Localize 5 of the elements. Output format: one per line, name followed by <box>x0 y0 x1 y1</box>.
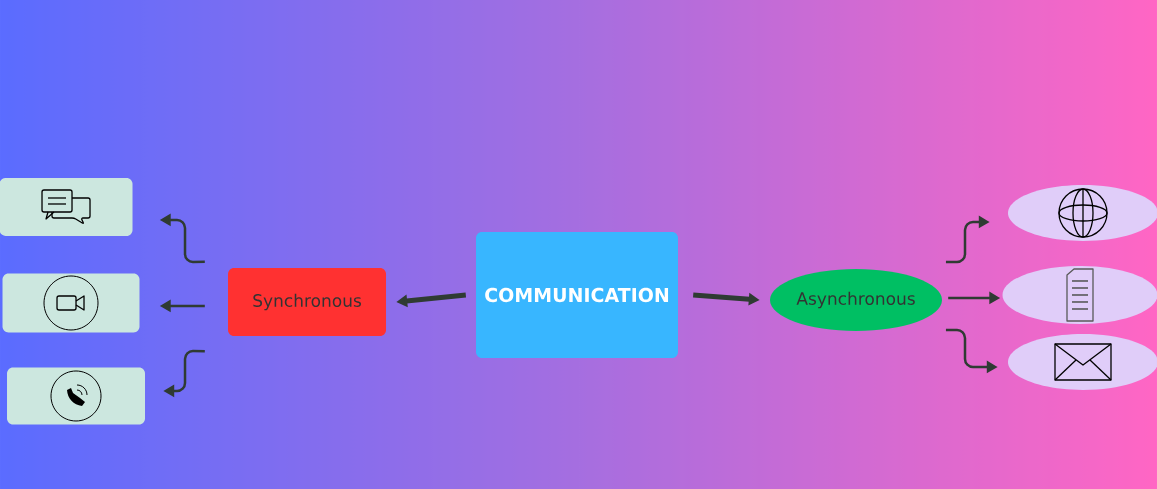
category-box: Synchronous <box>228 268 386 336</box>
icon-box <box>2 273 140 333</box>
icon-box <box>7 367 145 425</box>
topic-box: COMMUNICATION <box>476 232 678 358</box>
icon-box <box>0 178 133 236</box>
